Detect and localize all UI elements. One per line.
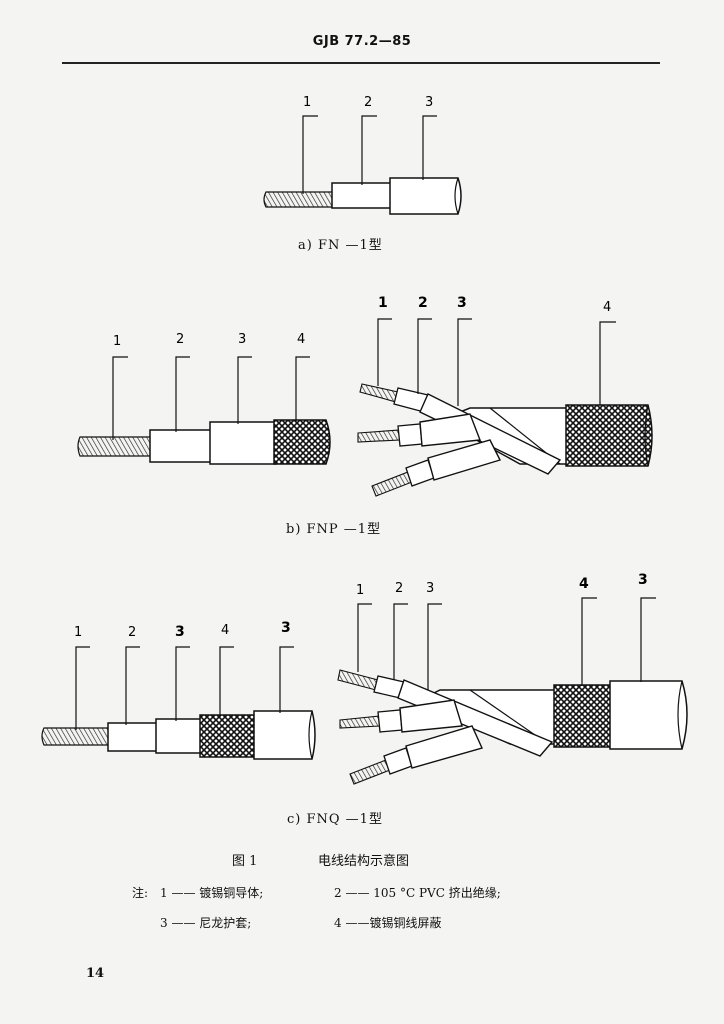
figure-b-single-label-2: 2	[176, 332, 184, 347]
core-2-insulation	[377, 709, 403, 733]
notes-prefix: 注:	[132, 886, 149, 900]
core-2-jacket	[399, 699, 463, 733]
figure-c-caption: c) FNQ —1型	[287, 812, 383, 827]
figure-c-single-label-1: 1	[74, 625, 82, 640]
figure-c-multi-label-2: 2	[395, 581, 403, 596]
core-1-jacket	[419, 393, 562, 475]
braid-shield	[199, 714, 257, 758]
figure-b-single-label-4: 4	[297, 332, 305, 347]
core-2-conductor	[339, 715, 381, 729]
figure-c-single-drawing	[41, 646, 316, 760]
core-2-jacket	[419, 413, 481, 447]
braid-shield	[553, 684, 613, 748]
figure-c-multi-label-4: 4	[579, 576, 589, 592]
core-3-jacket	[427, 439, 501, 481]
core-1-jacket	[397, 679, 554, 757]
braid-shield	[565, 404, 653, 467]
figure-b-multi-label-2: 2	[418, 295, 428, 311]
figure-b-multi-label-4: 4	[603, 300, 611, 315]
figure-b-single-label-1: 1	[113, 334, 121, 349]
insulation	[331, 182, 393, 209]
figure-b-single-drawing	[77, 356, 331, 465]
conductor	[77, 436, 153, 457]
figure-c-single-label-2: 2	[128, 625, 136, 640]
note-item-3: 3 —— 尼龙护套;	[160, 916, 252, 930]
outer-jacket	[609, 680, 688, 750]
inner-jacket	[155, 718, 203, 754]
core-1-conductor	[337, 669, 379, 691]
insulation	[107, 722, 159, 752]
core-3-conductor	[371, 471, 413, 497]
figure-title: 电线结构示意图	[318, 854, 410, 869]
figure-c-multi-label-1: 1	[356, 583, 364, 598]
note-item-2: 2 —— 105 °C PVC 挤出绝缘;	[334, 886, 501, 900]
figure-b-single-label-3: 3	[238, 332, 246, 347]
figure-b-multi-drawing	[357, 318, 653, 497]
figure-c-single-label-3: 3	[175, 624, 185, 640]
core-3-conductor	[349, 759, 391, 785]
figure-c-single-label-4: 4	[221, 623, 229, 638]
figure-b-multi-label-3: 3	[457, 295, 467, 311]
core-1-conductor	[359, 383, 399, 403]
note-item-1: 1 —— 镀锡铜导体;	[160, 886, 264, 900]
note-item-4: 4 ——镀锡铜线屏蔽	[334, 916, 442, 930]
figure-a-label-2: 2	[364, 95, 372, 110]
insulation	[149, 429, 213, 463]
conductor	[41, 727, 111, 746]
figure-a-label-1: 1	[303, 95, 311, 110]
core-3-jacket	[405, 725, 483, 769]
outer-jacket	[253, 710, 316, 760]
figure-number: 图 1	[232, 854, 258, 869]
figure-c-multi-label-3b: 3	[638, 572, 648, 588]
conductor	[263, 191, 335, 208]
figure-a-drawing	[263, 115, 462, 215]
figure-c-multi-label-3: 3	[426, 581, 434, 596]
figure-b-caption: b) FNP —1型	[286, 522, 382, 537]
figure-c-multi-drawing	[337, 597, 688, 785]
core-2-insulation	[397, 423, 423, 447]
header-rule	[62, 62, 660, 64]
jacket	[209, 421, 277, 465]
document-code-header: GJB 77.2—85	[312, 34, 412, 49]
page-number: 14	[86, 966, 105, 981]
figure-b-multi-label-1: 1	[378, 295, 388, 311]
jacket	[389, 177, 462, 215]
figure-a-caption: a) FN —1型	[298, 238, 383, 253]
figure-c-single-label-3b: 3	[281, 620, 291, 636]
braid-shield	[273, 419, 331, 465]
core-2-conductor	[357, 429, 401, 443]
figure-a-label-3: 3	[425, 95, 433, 110]
